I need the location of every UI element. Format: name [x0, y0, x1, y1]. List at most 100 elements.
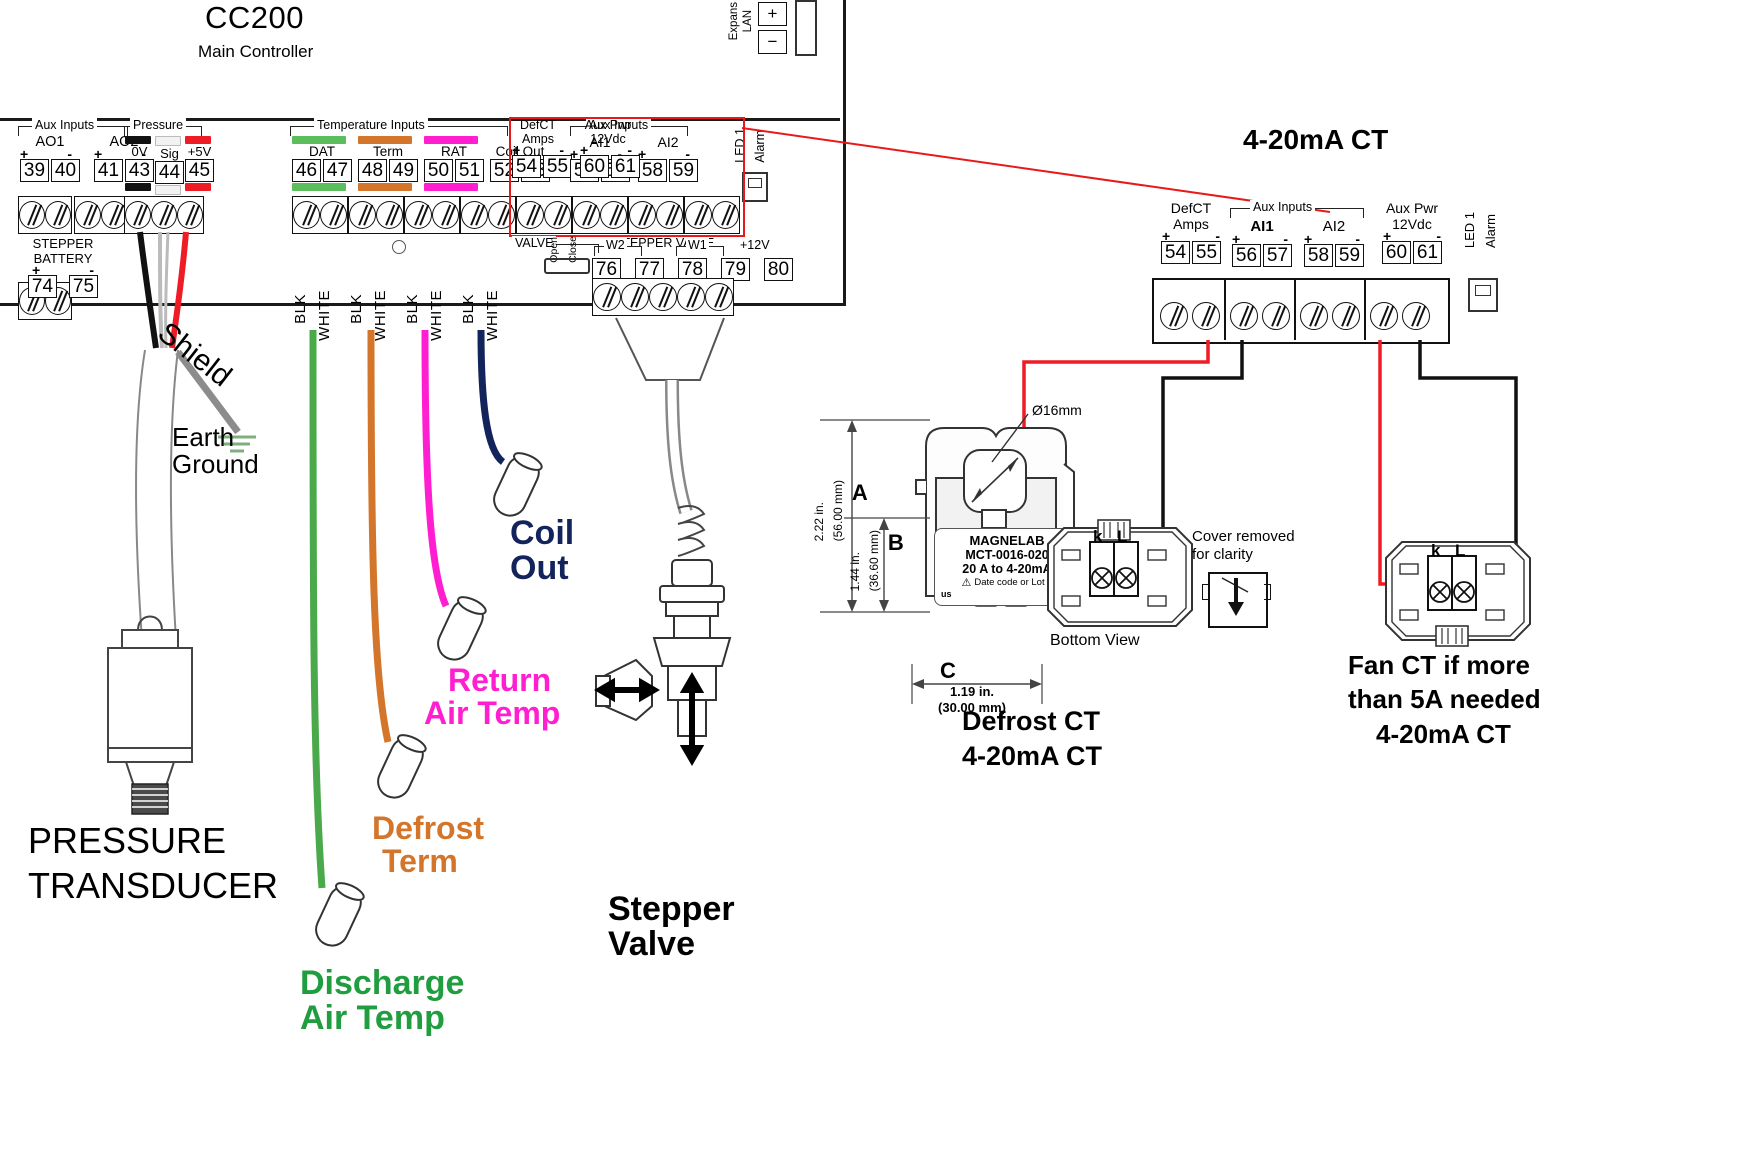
- direction-arrow-box: [1208, 572, 1268, 628]
- pressure-transducer-line1: PRESSURE: [28, 820, 227, 861]
- screw-terminal[interactable]: [1332, 302, 1360, 330]
- screw-block-76-80[interactable]: [592, 278, 734, 316]
- right-terminal-58[interactable]: 58: [1304, 244, 1333, 267]
- screw-terminal[interactable]: [1402, 302, 1430, 330]
- expansion-plus-terminal[interactable]: +: [758, 2, 787, 26]
- defrost-ct-terminal-l: L: [1117, 527, 1128, 546]
- screw-block-58-59[interactable]: [628, 196, 684, 234]
- screw-terminal[interactable]: [649, 283, 677, 311]
- screw-terminal[interactable]: [629, 201, 656, 229]
- valve-header: VALVE: [512, 236, 557, 250]
- screw-terminal[interactable]: [432, 201, 459, 229]
- auxpwr-minus-sign: -: [627, 142, 632, 158]
- screw-block-48-49[interactable]: [348, 196, 404, 234]
- screw-terminal[interactable]: [677, 283, 705, 311]
- defct-plus-sign: +: [512, 142, 521, 158]
- terminal-44[interactable]: 44: [155, 161, 184, 184]
- screw-terminal[interactable]: [320, 201, 347, 229]
- right-terminal-57[interactable]: 57: [1263, 244, 1292, 267]
- screw-terminal[interactable]: [19, 201, 45, 229]
- screw-terminal[interactable]: [712, 201, 739, 229]
- right-led1-alarm: LED 1 Alarm: [1462, 212, 1498, 253]
- right-screw-block-56-57[interactable]: [1228, 296, 1292, 336]
- terminal-61[interactable]: 61: [611, 155, 640, 178]
- screw-terminal[interactable]: [177, 201, 203, 229]
- screw-terminal[interactable]: [101, 201, 127, 229]
- right-terminal-55[interactable]: 55: [1192, 241, 1221, 264]
- screw-terminal[interactable]: [1300, 302, 1328, 330]
- right-terminal-56[interactable]: 56: [1232, 244, 1261, 267]
- screw-terminal[interactable]: [685, 201, 712, 229]
- screw-block-41-42[interactable]: [74, 196, 128, 234]
- terminal-divider: [1224, 278, 1226, 340]
- screw-block-54-55[interactable]: [516, 196, 572, 234]
- right-aux-pwr-header: Aux Pwr: [1385, 200, 1439, 216]
- ao2-minus-sign: -: [141, 146, 146, 162]
- terminal-49[interactable]: 49: [389, 159, 418, 182]
- screw-terminal[interactable]: [621, 283, 649, 311]
- terminal-50[interactable]: 50: [424, 159, 453, 182]
- terminal-45[interactable]: 45: [185, 159, 214, 182]
- screw-block-39-40[interactable]: [18, 196, 72, 234]
- screw-terminal[interactable]: [705, 283, 733, 311]
- dim-a-label: A: [851, 480, 868, 505]
- terminal-41[interactable]: 41: [94, 159, 123, 182]
- terminal-76[interactable]: 76: [592, 258, 621, 281]
- terminal-80[interactable]: 80: [764, 258, 793, 281]
- terminal-47[interactable]: 47: [323, 159, 352, 182]
- right-screw-block-54-55[interactable]: [1158, 296, 1222, 336]
- pressure-0v-label: 0V: [131, 144, 148, 159]
- fan-ct-terminal: [1378, 530, 1538, 655]
- dim-b-mm: (36.60 mm): [867, 530, 882, 592]
- terminal-54[interactable]: 54: [512, 155, 541, 178]
- screw-terminal[interactable]: [1262, 302, 1290, 330]
- screw-terminal[interactable]: [1160, 302, 1188, 330]
- sensor-bulb-coil: [493, 452, 584, 549]
- right-terminal-61[interactable]: 61: [1413, 241, 1442, 264]
- earth-ground-annotation: Earth Ground: [172, 423, 259, 479]
- screw-terminal[interactable]: [293, 201, 320, 229]
- screw-block-43-45[interactable]: [124, 196, 204, 234]
- screw-terminal[interactable]: [600, 201, 627, 229]
- screw-terminal[interactable]: [1192, 302, 1220, 330]
- screw-terminal[interactable]: [45, 201, 71, 229]
- screw-terminal[interactable]: [544, 201, 571, 229]
- terminal-58[interactable]: 58: [638, 159, 667, 182]
- terminal-75[interactable]: 75: [69, 275, 98, 298]
- screw-block-46-47[interactable]: [292, 196, 348, 234]
- screw-terminal[interactable]: [1370, 302, 1398, 330]
- right-terminal-54[interactable]: 54: [1161, 241, 1190, 264]
- screw-block-56-57[interactable]: [572, 196, 628, 234]
- terminal-40[interactable]: 40: [51, 159, 80, 182]
- right-screw-block-60-61[interactable]: [1368, 296, 1432, 336]
- right-terminal-60[interactable]: 60: [1382, 241, 1411, 264]
- right-auxpwr-minus: -: [1436, 228, 1441, 244]
- screw-terminal[interactable]: [349, 201, 376, 229]
- screw-terminal[interactable]: [573, 201, 600, 229]
- terminal-60[interactable]: 60: [580, 155, 609, 178]
- right-screw-block-58-59[interactable]: [1298, 296, 1362, 336]
- defrost-ct-line1: Defrost CT: [962, 706, 1101, 736]
- terminal-51[interactable]: 51: [455, 159, 484, 182]
- screw-block-60-61[interactable]: [684, 196, 740, 234]
- terminal-46[interactable]: 46: [292, 159, 321, 182]
- ao2-plus-sign: +: [94, 146, 103, 162]
- stepper-line2: Valve: [608, 925, 695, 964]
- terminal-39[interactable]: 39: [20, 159, 49, 182]
- terminal-43[interactable]: 43: [125, 159, 154, 182]
- terminal-78[interactable]: 78: [678, 258, 707, 281]
- screw-terminal[interactable]: [517, 201, 544, 229]
- expansion-minus-terminal[interactable]: −: [758, 30, 787, 54]
- screw-terminal[interactable]: [1230, 302, 1258, 330]
- screw-block-52-53[interactable]: [460, 196, 516, 234]
- screw-block-50-51[interactable]: [404, 196, 460, 234]
- terminal-48[interactable]: 48: [358, 159, 387, 182]
- terminal-79[interactable]: 79: [721, 258, 750, 281]
- screw-terminal[interactable]: [656, 201, 683, 229]
- screw-terminal[interactable]: [376, 201, 403, 229]
- terminal-74[interactable]: 74: [28, 275, 57, 298]
- stepper-battery-line1: STEPPER: [32, 236, 94, 251]
- bottom-view-caption: Bottom View: [1050, 632, 1140, 649]
- terminal-59[interactable]: 59: [669, 159, 698, 182]
- right-terminal-59[interactable]: 59: [1335, 244, 1364, 267]
